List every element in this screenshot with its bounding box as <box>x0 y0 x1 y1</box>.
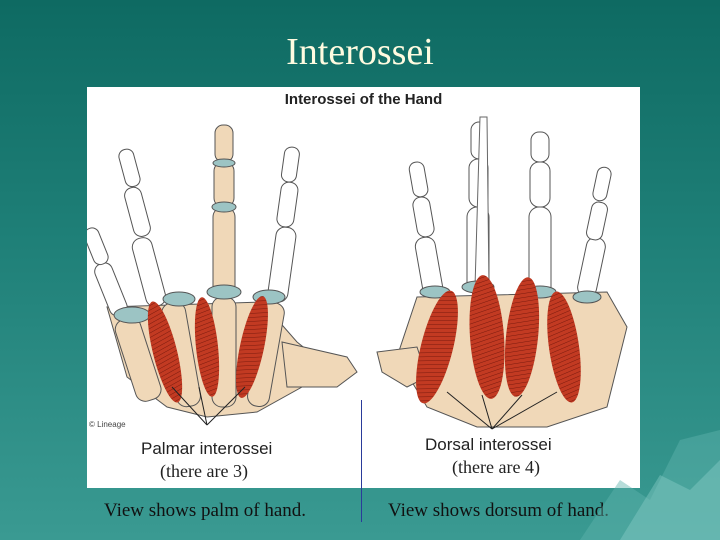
palmar-interosseus-3 <box>236 296 268 398</box>
caption-palm: View shows palm of hand. <box>104 500 307 521</box>
iceberg-decoration <box>580 430 720 540</box>
dorsal-interosseus-3 <box>504 277 540 397</box>
dorsal-interosseus-4 <box>547 291 581 403</box>
dorsal-label: Dorsal interossei <box>425 435 552 454</box>
dorsal-pointer-lines <box>446 391 558 430</box>
palmar-interosseus-2 <box>194 297 220 397</box>
dorsal-count: (there are 4) <box>452 457 540 477</box>
caption-dorsum: View shows dorsum of hand. <box>388 500 610 521</box>
slide-title: Interossei <box>286 31 434 73</box>
dorsum-view-hand <box>376 116 628 430</box>
palmar-interosseus-1 <box>147 301 183 403</box>
palmar-label: Palmar interossei <box>141 439 273 458</box>
caption-divider <box>361 400 362 522</box>
figure-title: Interossei of the Hand <box>284 91 443 108</box>
hand-illustration: Interossei of the Hand © Lineage Palmar … <box>87 87 640 488</box>
palmar-count: (there are 3) <box>160 461 248 481</box>
dorsal-interosseus-1 <box>416 290 458 404</box>
hand-drawing <box>87 116 628 430</box>
dorsal-interosseus-2 <box>469 275 505 399</box>
palm-view-hand <box>87 124 358 426</box>
figure-credit: © Lineage <box>89 420 126 429</box>
palmar-pointer-lines <box>171 386 246 426</box>
